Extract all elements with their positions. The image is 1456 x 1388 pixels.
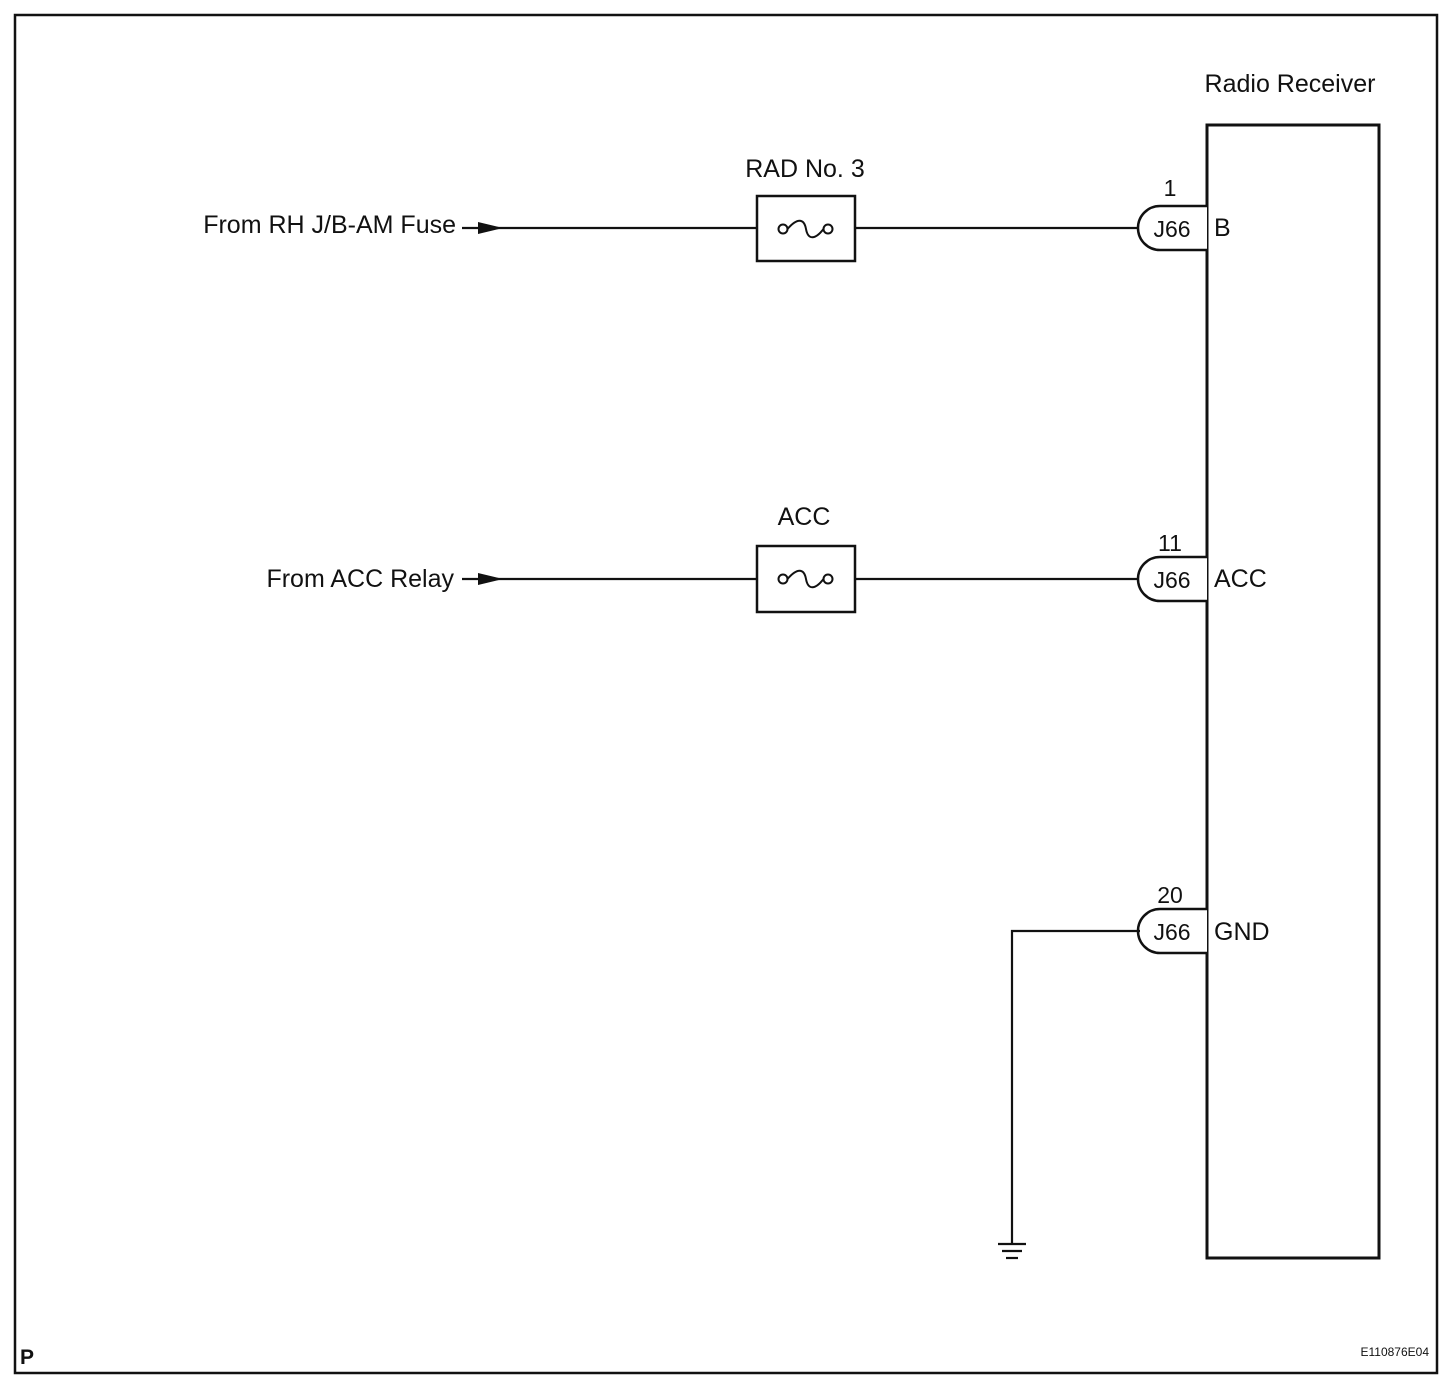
fuse-label: ACC: [778, 503, 831, 531]
ground-icon: [998, 1242, 1026, 1260]
pin-number: 1: [1164, 175, 1177, 201]
source-label: From RH J/B-AM Fuse: [203, 211, 456, 239]
pin-number: 11: [1158, 530, 1182, 556]
connector-code: J66: [1153, 567, 1190, 593]
fuse-label: RAD No. 3: [745, 155, 864, 183]
connector-code: J66: [1153, 216, 1190, 242]
radio-receiver-box: [1205, 123, 1381, 1260]
arrow-icon: [478, 222, 503, 234]
terminal-label: GND: [1214, 918, 1270, 946]
terminal-label: ACC: [1214, 565, 1267, 593]
fuse-icon: [777, 219, 834, 239]
component-label: Radio Receiver: [1205, 70, 1376, 98]
arrow-icon: [478, 573, 503, 585]
connector-shape: [1136, 204, 1207, 252]
figure-code: E110876E04: [1360, 1345, 1429, 1359]
diagram-frame: [13, 13, 1439, 1375]
fuse-icon: [777, 569, 834, 589]
wire: [1010, 929, 1140, 1244]
corner-mark: P: [20, 1346, 34, 1369]
connector-code: J66: [1153, 919, 1190, 945]
pin-number: 20: [1157, 882, 1183, 908]
circuit-acc: From ACC Relay ACC 11 J66 ACC: [266, 503, 1267, 614]
terminal-label: B: [1214, 214, 1231, 242]
circuit-b: From RH J/B-AM Fuse RAD No. 3 1 J66 B: [203, 155, 1231, 263]
source-label: From ACC Relay: [266, 565, 454, 593]
circuit-gnd: 20 J66 GND: [998, 882, 1270, 1260]
connector-shape: [1136, 555, 1207, 603]
